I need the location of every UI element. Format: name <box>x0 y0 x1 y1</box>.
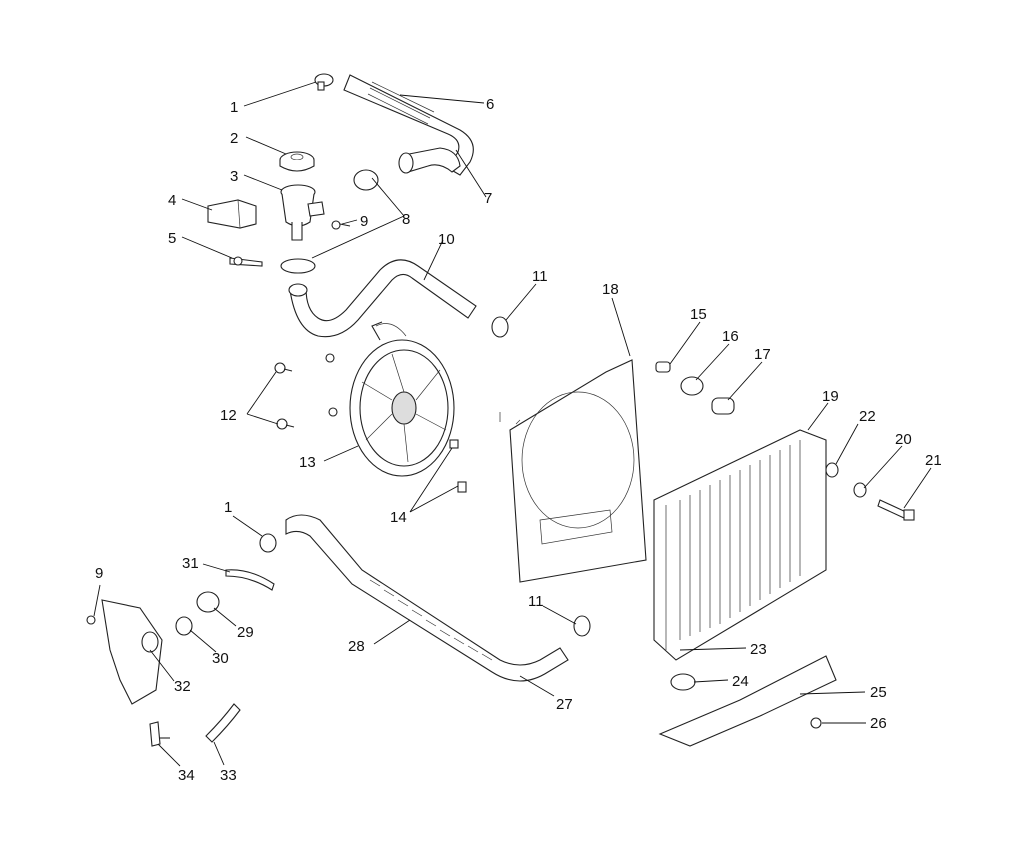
callout-20: 20 <box>895 431 912 448</box>
callout-15: 15 <box>690 306 707 323</box>
part-washer-22 <box>825 462 839 478</box>
callout-6: 6 <box>486 96 494 113</box>
callout-29: 29 <box>237 624 254 641</box>
callout-9b: 9 <box>95 565 103 582</box>
part-clips-14 <box>449 439 467 493</box>
callout-11b: 11 <box>528 593 544 610</box>
part-radiator-hose-10 <box>288 259 477 338</box>
callout-2: 2 <box>230 130 238 147</box>
callout-10: 10 <box>438 231 455 248</box>
part-cap-29 <box>196 591 220 613</box>
callout-21: 21 <box>925 452 942 469</box>
part-expansion-tank-32 <box>101 599 163 705</box>
part-hose-clamp-11b <box>573 615 591 637</box>
part-grommet-16 <box>680 376 704 396</box>
part-hose-33 <box>205 703 241 743</box>
part-overflow-tube-31 <box>225 569 275 591</box>
part-screw-9b <box>86 615 96 625</box>
part-spacer-17 <box>711 397 735 415</box>
part-hose-clamp-11 <box>491 316 509 338</box>
part-filler-neck-3 <box>280 184 325 241</box>
callout-26: 26 <box>870 715 887 732</box>
callout-34: 34 <box>178 767 195 784</box>
part-screw-9 <box>331 220 351 230</box>
part-o-ring-30 <box>175 616 193 636</box>
callout-25: 25 <box>870 684 887 701</box>
callout-23: 23 <box>750 641 767 658</box>
callout-19: 19 <box>822 388 839 405</box>
part-fan-shroud-18 <box>499 359 647 583</box>
part-cooling-fan-13 <box>349 321 455 477</box>
callout-22: 22 <box>859 408 876 425</box>
callout-16: 16 <box>722 328 739 345</box>
callout-9: 9 <box>360 213 368 230</box>
part-fitting-15 <box>655 361 671 373</box>
part-bolt-21 <box>877 499 915 521</box>
part-hose-elbow-7 <box>398 147 461 174</box>
part-grommet-24 <box>670 673 696 691</box>
callout-1: 1 <box>230 99 238 116</box>
part-pin-5 <box>229 256 263 267</box>
callout-28: 28 <box>348 638 365 655</box>
callout-7: 7 <box>484 190 492 207</box>
part-screw-26 <box>810 717 822 729</box>
callout-30: 30 <box>212 650 229 667</box>
part-hose-clamp-1b <box>259 533 277 553</box>
part-radiator-19 <box>653 429 827 661</box>
part-lower-bracket-25 <box>658 655 837 747</box>
callout-14: 14 <box>390 509 407 526</box>
callout-17: 17 <box>754 346 771 363</box>
part-radiator-cap-2 <box>279 151 315 172</box>
callout-12: 12 <box>220 407 237 424</box>
part-washer-20 <box>853 482 867 498</box>
callout-4: 4 <box>168 192 176 209</box>
callout-1b: 1 <box>224 499 232 516</box>
callout-31: 31 <box>182 555 199 572</box>
callout-18: 18 <box>602 281 619 298</box>
part-bolts-12 <box>274 353 338 430</box>
callout-5: 5 <box>168 230 176 247</box>
callout-33: 33 <box>220 767 237 784</box>
callout-32: 32 <box>174 678 191 695</box>
part-hose-clamp-1 <box>314 73 334 91</box>
callout-8: 8 <box>402 211 410 228</box>
callout-13: 13 <box>299 454 316 471</box>
part-bracket-4 <box>207 199 257 229</box>
callout-24: 24 <box>732 673 749 690</box>
callout-27: 27 <box>556 696 573 713</box>
callout-11: 11 <box>532 268 548 285</box>
part-hose-clamp-8 <box>280 169 379 274</box>
part-corrugated-hose-28 <box>285 514 569 682</box>
leader-lines <box>93 81 932 767</box>
part-fitting-34 <box>149 721 170 747</box>
callout-3: 3 <box>230 168 238 185</box>
